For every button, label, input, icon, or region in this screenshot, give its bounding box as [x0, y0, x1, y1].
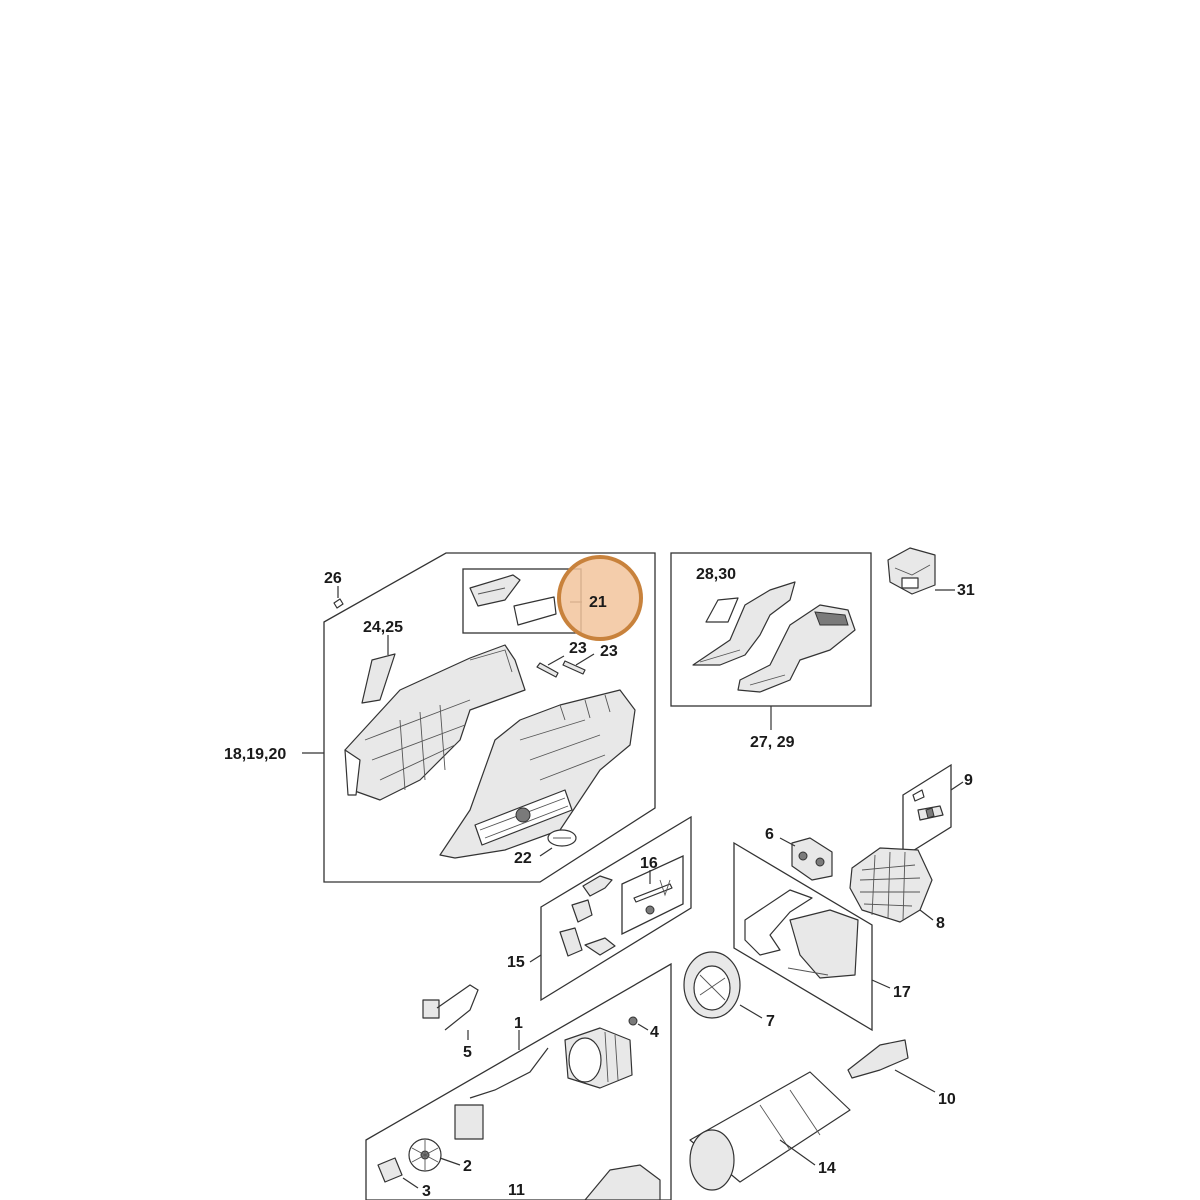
housing-11-icon — [584, 1164, 661, 1200]
cover-27-icon — [692, 581, 796, 666]
screw-26-icon — [333, 598, 344, 609]
label-28-icon — [705, 597, 739, 623]
tube-14-icon — [689, 1071, 851, 1191]
callout-3[interactable]: 3 — [422, 1183, 431, 1200]
decal-21-icon — [469, 574, 557, 626]
housing-right-half-icon — [439, 689, 636, 859]
callout-15[interactable]: 15 — [507, 954, 525, 971]
callout-22[interactable]: 22 — [514, 850, 532, 867]
callout-27-29[interactable]: 27, 29 — [750, 734, 795, 751]
callout-18-19-20[interactable]: 18,19,20 — [224, 746, 286, 763]
callout-11[interactable]: 11 — [508, 1182, 525, 1199]
trigger-16-icon — [633, 879, 673, 915]
callout-5[interactable]: 5 — [463, 1044, 472, 1061]
duct-17-icon — [744, 889, 859, 979]
cover-29-icon — [737, 604, 856, 693]
callout-28-30[interactable]: 28,30 — [696, 566, 736, 583]
contact-9-icon — [912, 789, 944, 821]
housing-left-half-icon — [344, 644, 526, 801]
highlight-circle-21[interactable] — [557, 555, 643, 641]
screw-4-icon — [628, 1016, 638, 1026]
callout-31[interactable]: 31 — [957, 582, 975, 599]
callout-17[interactable]: 17 — [893, 984, 911, 1001]
frame-motor-group — [365, 962, 672, 1200]
callout-16[interactable]: 16 — [640, 855, 658, 872]
callout-23-a[interactable]: 23 — [569, 640, 587, 657]
callout-14[interactable]: 14 — [818, 1160, 836, 1177]
callout-21[interactable]: 21 — [589, 594, 607, 611]
frame-switch-group — [540, 815, 692, 1002]
pin-23a-icon — [536, 662, 559, 678]
frame-part-9 — [902, 763, 952, 859]
callout-4[interactable]: 4 — [650, 1024, 659, 1041]
callout-26[interactable]: 26 — [324, 570, 342, 587]
callout-10[interactable]: 10 — [938, 1091, 956, 1108]
frame-duct-group — [733, 841, 873, 1032]
motor-1-icon — [454, 1027, 633, 1140]
callout-24-25[interactable]: 24,25 — [363, 619, 403, 636]
callout-6[interactable]: 6 — [765, 826, 774, 843]
handle-15-icon — [559, 875, 616, 957]
logo-badge-22-icon — [547, 829, 577, 847]
fan-housing-7-icon — [683, 951, 741, 1019]
callout-8[interactable]: 8 — [936, 915, 945, 932]
callout-7[interactable]: 7 — [766, 1013, 775, 1030]
callout-23-b[interactable]: 23 — [600, 643, 618, 660]
impeller-2-icon — [408, 1138, 442, 1172]
callout-2[interactable]: 2 — [463, 1158, 472, 1175]
nozzle-10-icon — [847, 1039, 909, 1079]
switch-6-icon — [791, 837, 833, 881]
pin-23b-icon — [562, 660, 586, 675]
callout-9[interactable]: 9 — [964, 772, 973, 789]
wire-5-icon — [422, 984, 479, 1031]
frame-part-16 — [621, 854, 684, 936]
bracket-3-icon — [377, 1157, 403, 1183]
grille-8-icon — [849, 847, 933, 923]
callout-1[interactable]: 1 — [514, 1015, 523, 1032]
label-plate-24-icon — [361, 653, 396, 704]
latch-31-icon — [887, 547, 936, 595]
frame-housing-group — [323, 552, 656, 883]
